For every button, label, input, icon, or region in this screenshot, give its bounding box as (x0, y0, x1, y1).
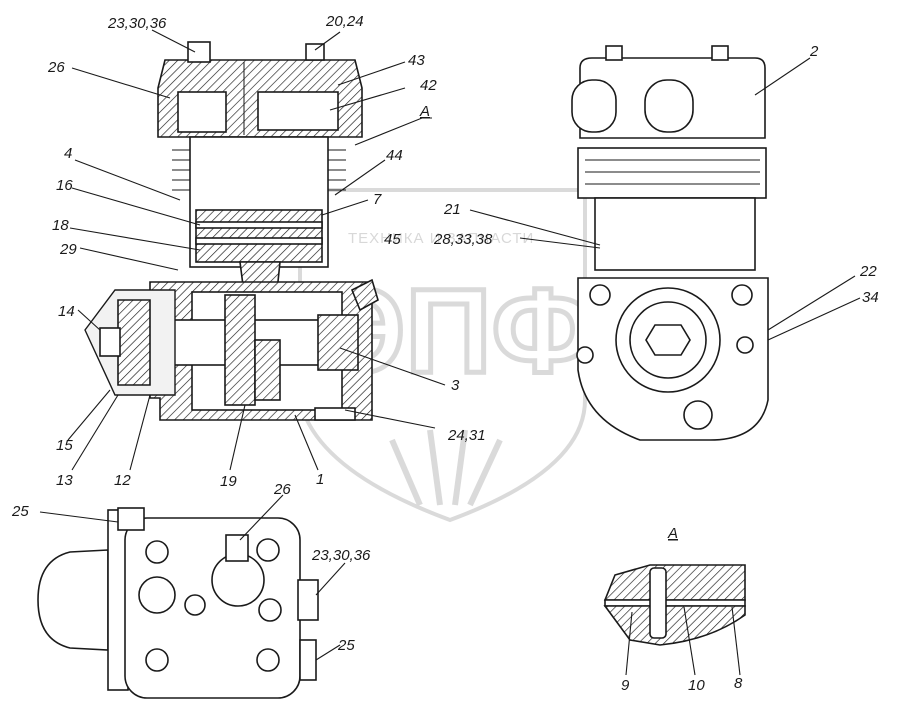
leader-lines (39, 29, 861, 676)
top-view-dome (37, 549, 109, 651)
detail-a-gasket (604, 599, 746, 607)
callout-4: 4 (64, 145, 72, 162)
top-view-boss-3 (299, 639, 317, 681)
callout-29: 29 (59, 241, 77, 258)
side-head-port (571, 79, 617, 133)
rear-bearing (317, 314, 359, 371)
callout-42: 42 (420, 77, 437, 94)
piston-ring (195, 221, 323, 229)
shaft-nut (99, 327, 121, 357)
flange-bolt-4 (683, 400, 713, 430)
callout-25-left: 25 (11, 503, 29, 520)
callout-7: 7 (373, 191, 382, 208)
callout-9: 9 (621, 677, 630, 694)
callout-14: 14 (58, 303, 75, 320)
head-bolt-2 (305, 43, 325, 61)
watermark-shield (298, 188, 587, 523)
callout-labels: 23,30,36 20,24 26 43 42 A 4 44 16 7 18 4… (11, 13, 879, 694)
side-block (594, 197, 756, 271)
callout-34: 34 (862, 289, 879, 306)
callout-28-33-38: 28,33,38 (433, 231, 493, 248)
flange-bolt-5 (576, 346, 594, 364)
cooling-fins (172, 149, 346, 191)
side-head-bolt (605, 45, 623, 61)
detail-a-pin (649, 567, 667, 639)
flange-bolt-3 (736, 336, 754, 354)
top-view-bolt-hole (145, 540, 169, 564)
callout-12: 12 (114, 472, 131, 489)
flange-nut (645, 324, 691, 356)
watermark-text: ТЕХНИКА И ЗАПЧАСТИ (348, 230, 534, 247)
top-view-port-key (225, 534, 249, 562)
callout-26-top: 26 (47, 59, 65, 76)
top-view-bolt-hole-5 (258, 598, 282, 622)
callout-13: 13 (56, 472, 73, 489)
drive-hub (117, 299, 151, 386)
side-head-bolt-2 (711, 45, 729, 61)
crank-web-2 (254, 339, 281, 401)
callout-a-top: A (419, 103, 430, 120)
callout-1: 1 (316, 471, 324, 488)
watermark-sheaf-icon (389, 429, 503, 507)
flange-bolt-2 (731, 284, 753, 306)
detail-a-view (603, 564, 746, 646)
callout-20-24: 20,24 (325, 13, 364, 30)
head-bolt (187, 41, 211, 63)
callout-26-bottom: 26 (273, 481, 291, 498)
callout-21: 21 (443, 201, 461, 218)
top-view-boss (117, 507, 145, 531)
top-view-bolt-hole-2 (256, 538, 280, 562)
piston (195, 209, 323, 263)
callout-8: 8 (734, 675, 743, 692)
top-view-boss-2 (297, 579, 319, 621)
callout-44: 44 (386, 147, 403, 164)
callout-3: 3 (451, 377, 460, 394)
flange-bolt (589, 284, 611, 306)
callout-43: 43 (408, 52, 425, 69)
side-cylinder (577, 147, 767, 199)
top-view-bolt-hole-6 (145, 648, 169, 672)
crank-web (224, 294, 256, 406)
top-view (37, 507, 319, 699)
callout-24-31: 24,31 (447, 427, 486, 444)
callout-23-30-36-bottom: 23,30,36 (311, 547, 371, 564)
side-head-port-2 (644, 79, 694, 133)
callout-a-detail: A (667, 525, 678, 542)
callout-18: 18 (52, 217, 69, 234)
top-view-bolt-hole-3 (138, 576, 176, 614)
head-valve-chamber-2 (257, 91, 339, 131)
callout-22: 22 (859, 263, 877, 280)
bottom-plug (314, 407, 356, 421)
callout-16: 16 (56, 177, 73, 194)
callout-19: 19 (220, 473, 237, 490)
callout-45: 45 (384, 231, 401, 248)
section-view (84, 41, 379, 421)
callout-2: 2 (809, 43, 819, 60)
callout-15: 15 (56, 437, 73, 454)
detail-a-lower (603, 605, 746, 646)
detail-a-upper (603, 564, 746, 601)
side-fins (585, 159, 760, 185)
piston-ring-2 (195, 237, 323, 245)
callout-25-bottom: 25 (337, 637, 355, 654)
oil-fitting (350, 278, 379, 312)
head-valve-chamber (177, 91, 227, 133)
callout-23-30-36-top: 23,30,36 (107, 15, 167, 32)
top-view-bolt-hole-7 (256, 648, 280, 672)
side-view (571, 45, 769, 441)
top-view-bolt-hole-4 (184, 594, 206, 616)
callout-10: 10 (688, 677, 705, 694)
